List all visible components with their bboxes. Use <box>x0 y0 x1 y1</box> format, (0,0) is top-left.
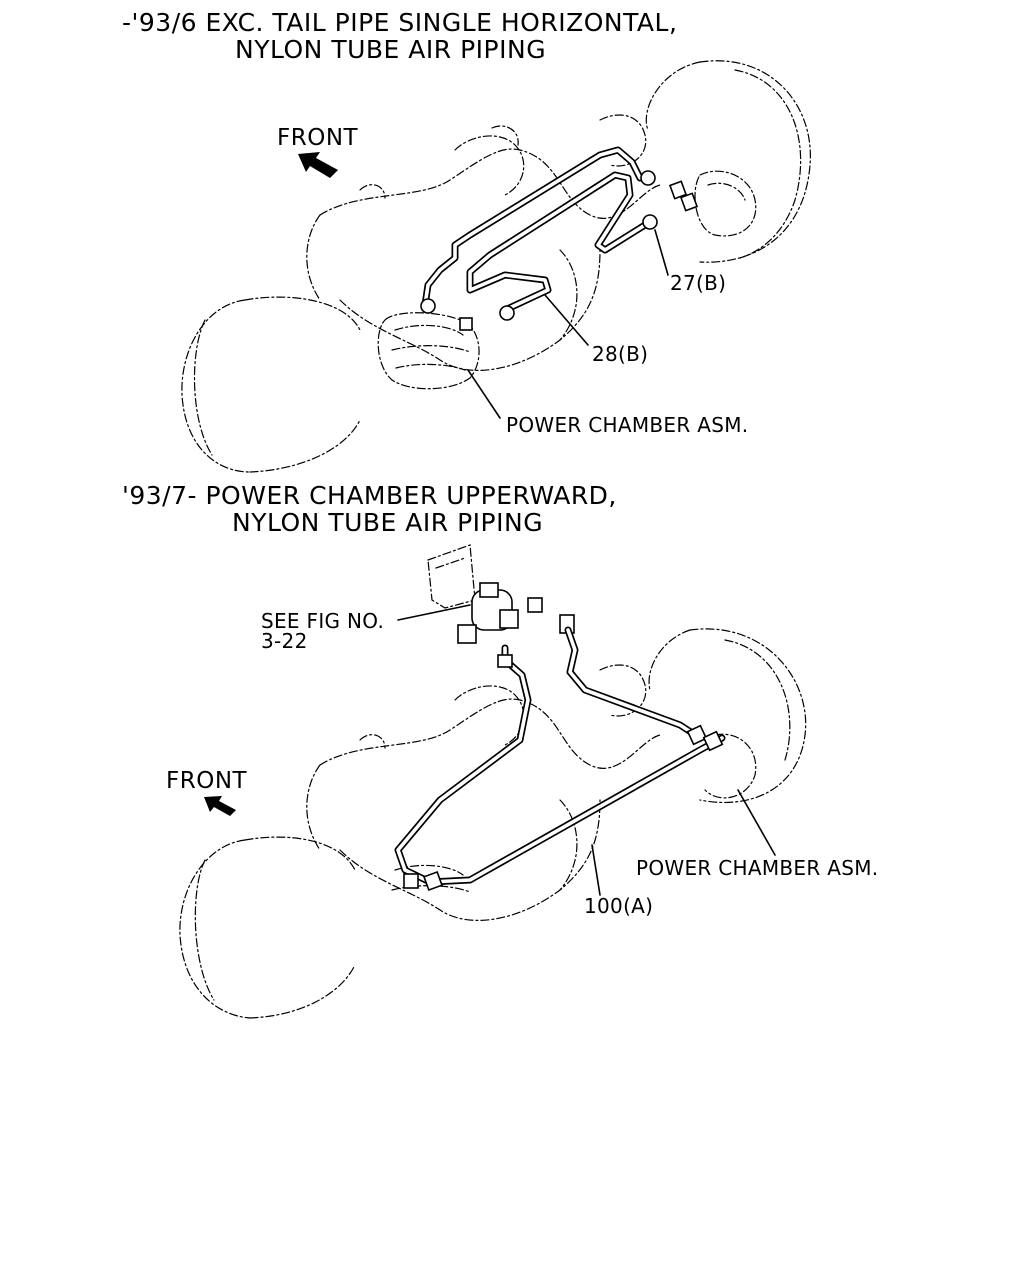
top-assembly <box>181 60 811 473</box>
bottom-air-pipe <box>394 626 726 886</box>
top-axle-housing <box>306 114 661 371</box>
top-title-line2: NYLON TUBE AIR PIPING <box>235 35 547 64</box>
bottom-title-line2: NYLON TUBE AIR PIPING <box>232 508 544 537</box>
bottom-leader-lines <box>397 604 776 896</box>
top-front-label: FRONT <box>277 125 359 151</box>
bottom-valve-bracket <box>427 544 575 644</box>
top-callout-27b: 27(B) <box>670 271 727 295</box>
bottom-front-arrow-icon <box>204 796 236 816</box>
bottom-left-wheel <box>179 836 356 1019</box>
bottom-callout-100a: 100(A) <box>584 894 654 918</box>
top-front-arrow-icon <box>298 152 338 178</box>
bottom-callout-fig-number: 3-22 <box>261 629 308 653</box>
top-air-pipe <box>421 146 649 314</box>
bottom-callout-power-chamber: POWER CHAMBER ASM. <box>636 856 879 880</box>
bottom-fittings <box>403 654 724 891</box>
top-callout-28b: 28(B) <box>592 342 649 366</box>
top-right-wheel <box>645 60 811 263</box>
top-power-chamber <box>377 312 480 390</box>
top-title-line1: -'93/6 EXC. TAIL PIPE SINGLE HORIZONTAL, <box>122 8 678 37</box>
bottom-title-line1: '93/7- POWER CHAMBER UPPERWARD, <box>122 481 617 510</box>
top-left-wheel <box>181 296 361 473</box>
bottom-assembly <box>179 544 807 1019</box>
top-leader-lines <box>467 229 669 419</box>
bottom-callout-see-fig: SEE FIG NO. <box>261 609 385 633</box>
bottom-front-label: FRONT <box>166 768 248 794</box>
bottom-axle-housing <box>306 664 661 921</box>
top-rear-chamber <box>694 170 757 237</box>
bottom-right-wheel <box>648 628 807 804</box>
top-fittings <box>420 170 699 331</box>
top-callout-power-chamber: POWER CHAMBER ASM. <box>506 413 749 437</box>
